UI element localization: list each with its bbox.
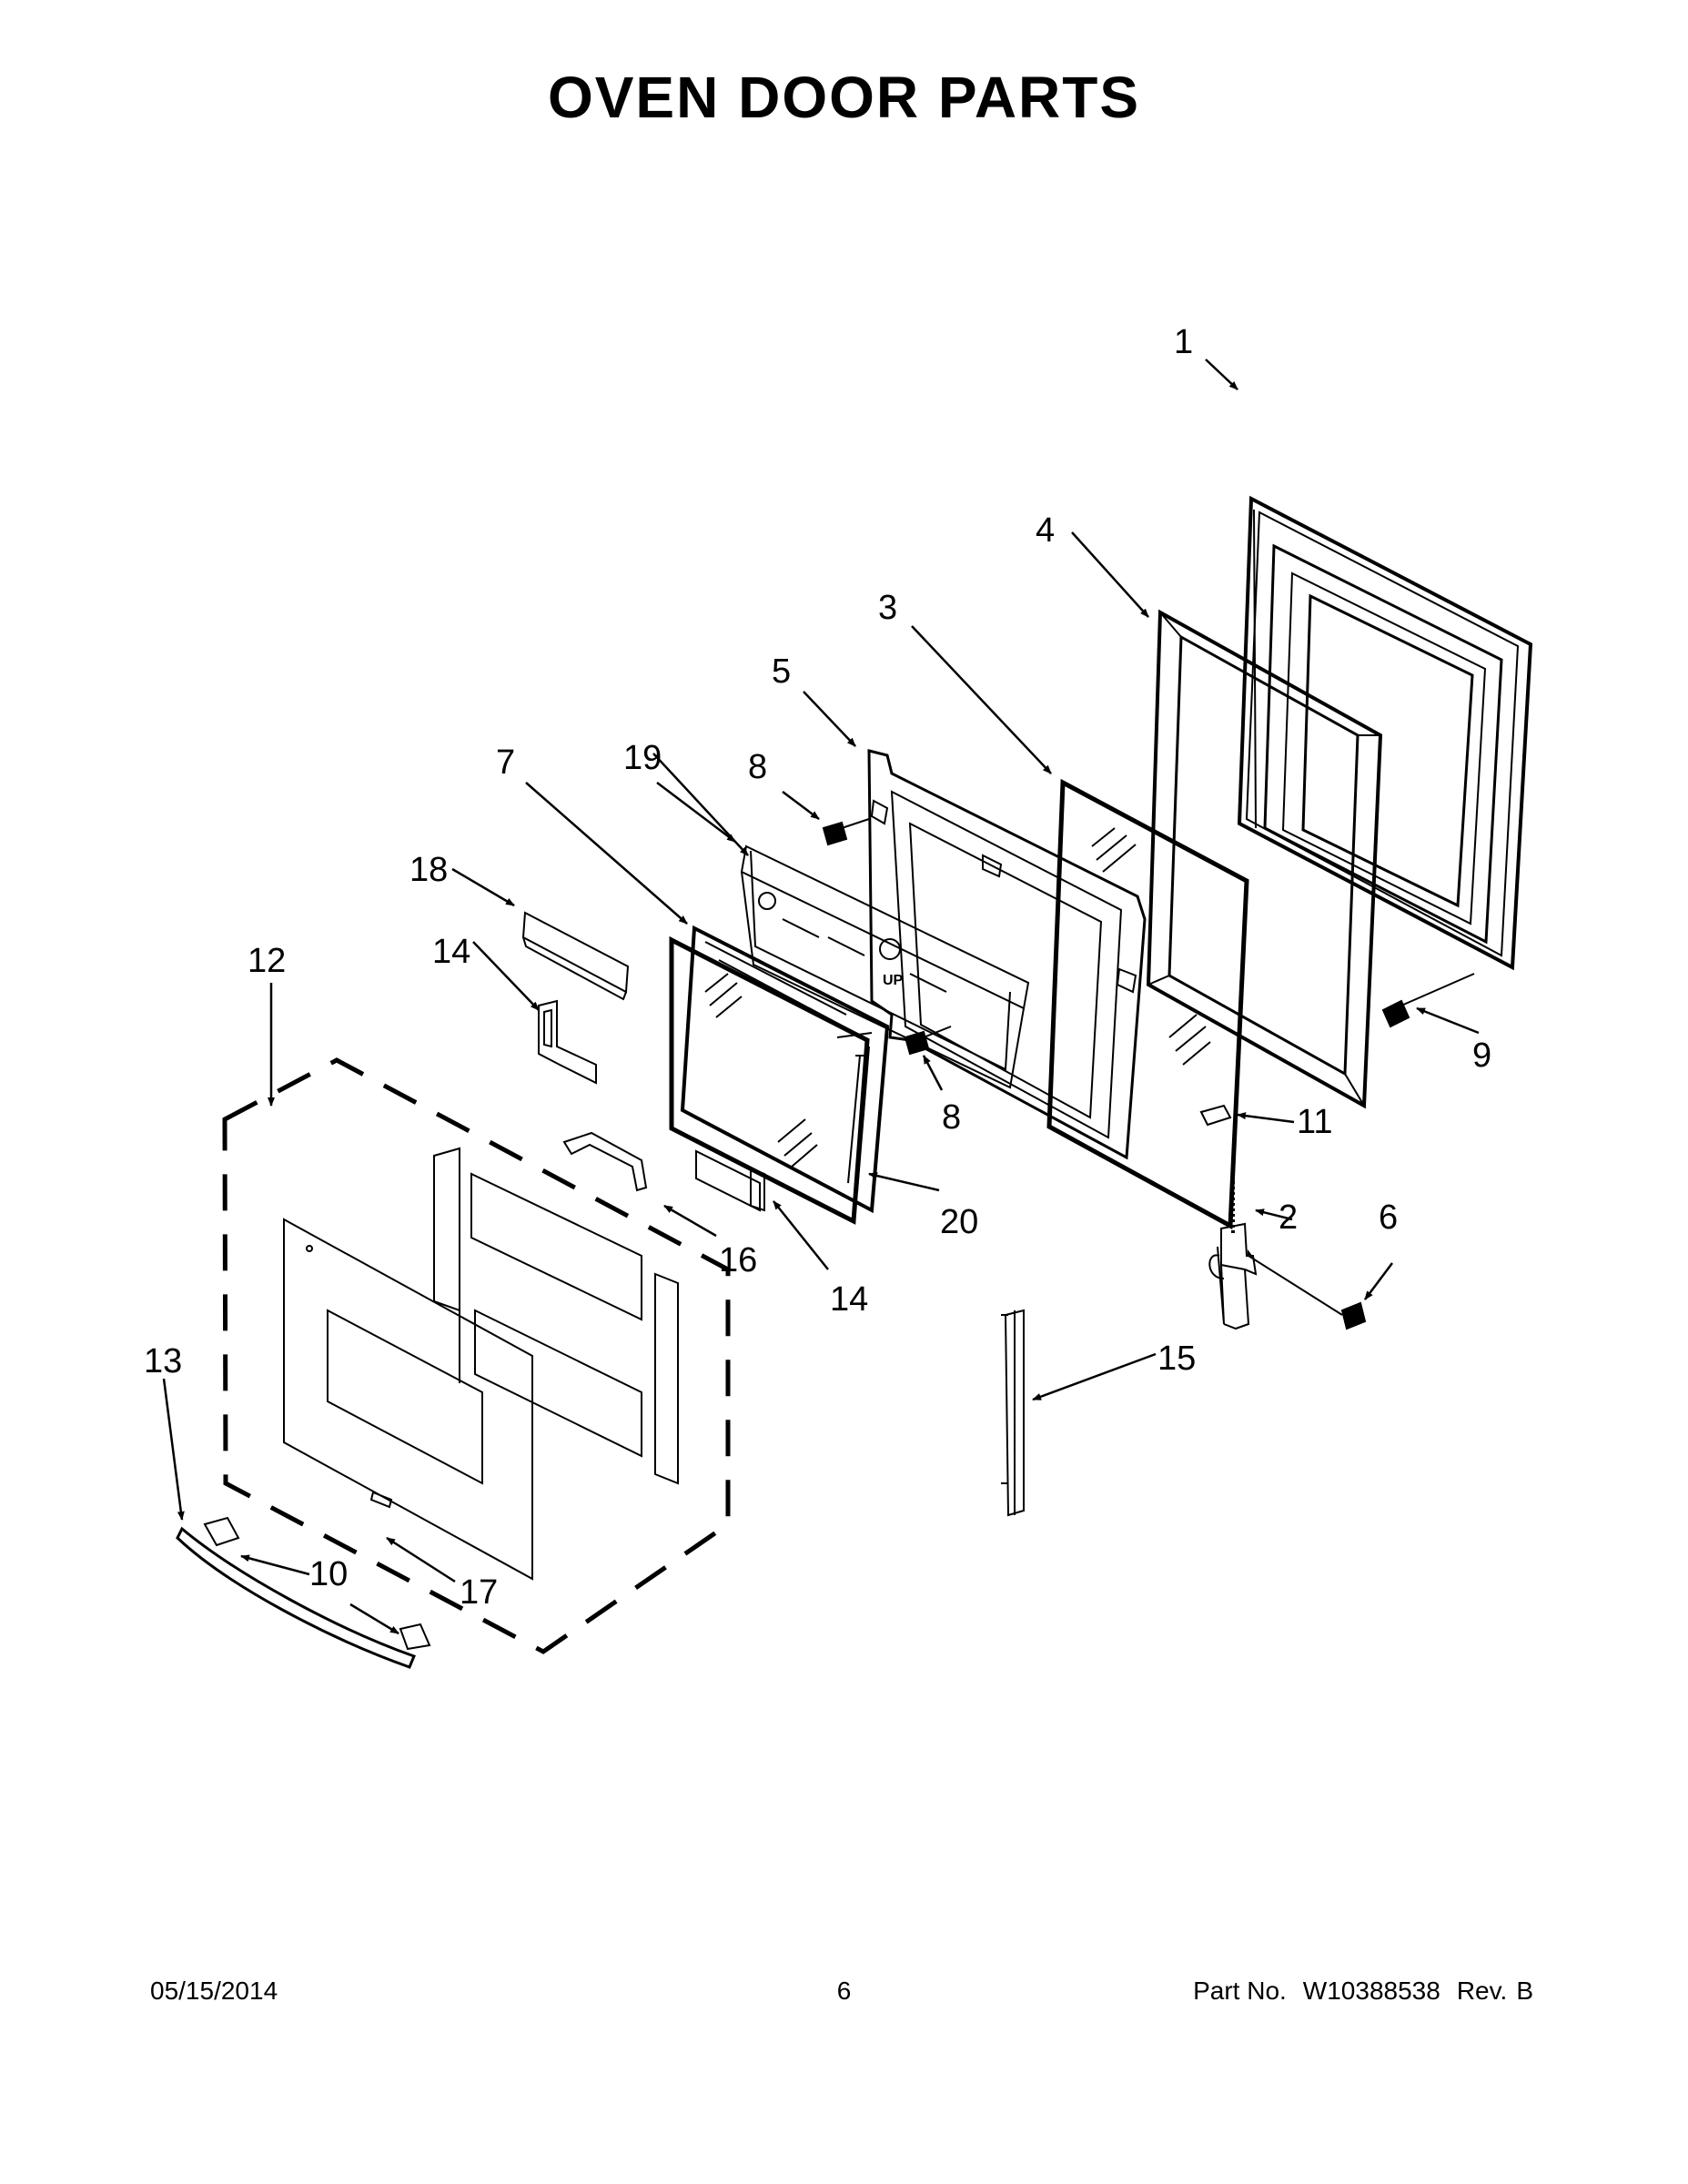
callout-13: 13 xyxy=(144,1342,182,1380)
screw-9 xyxy=(1381,973,1475,1028)
handle-end-cap-10-left xyxy=(203,1516,240,1547)
callout-numbers: 1 2 3 4 5 6 7 8 8 9 10 11 12 13 14 14 15… xyxy=(144,323,1491,1612)
door-frame xyxy=(1146,609,1383,1109)
callout-20: 20 xyxy=(940,1203,978,1241)
revision-label: Rev. xyxy=(1456,1977,1508,2005)
handle-bracket-16 xyxy=(562,1131,648,1192)
callout-7: 7 xyxy=(496,743,515,782)
outer-door-envelope xyxy=(222,1057,731,1654)
outer-door-panel xyxy=(283,1218,533,1581)
callout-15: 15 xyxy=(1157,1340,1196,1378)
revision-value: B xyxy=(1516,1977,1533,2005)
callout-8-upper: 8 xyxy=(748,748,767,786)
page-title: OVEN DOOR PARTS xyxy=(547,65,1141,130)
callout-10: 10 xyxy=(309,1555,348,1593)
callout-19: 19 xyxy=(623,739,662,777)
callout-11: 11 xyxy=(1297,1103,1332,1141)
callout-12: 12 xyxy=(248,942,286,980)
footer-date: 05/15/2014 xyxy=(150,1977,278,2005)
leader-lines xyxy=(162,359,1480,1635)
callout-1: 1 xyxy=(1174,323,1193,361)
part-number-value: W10388538 xyxy=(1302,1977,1440,2005)
outer-glass-assembly xyxy=(669,925,890,1225)
door-clip-upper xyxy=(538,999,597,1085)
footer-page-number: 6 xyxy=(836,1977,852,2005)
callout-2: 2 xyxy=(1279,1198,1298,1237)
callout-8-lower: 8 xyxy=(942,1098,961,1137)
side-trim-15 xyxy=(1001,1309,1025,1517)
door-insulation xyxy=(433,1147,679,1485)
inner-door-panel xyxy=(1237,495,1533,971)
door-handle-13 xyxy=(176,1526,416,1669)
part-number-label: Part No. xyxy=(1193,1977,1287,2005)
spacer-11 xyxy=(1199,1104,1232,1127)
door-hinge xyxy=(1208,1165,1258,1330)
up-mark-label: UP xyxy=(883,973,904,988)
callout-14-upper: 14 xyxy=(432,933,470,971)
bracket-18 xyxy=(521,911,630,1001)
callout-6: 6 xyxy=(1379,1198,1398,1237)
hinge-screw-6 xyxy=(1248,1255,1367,1330)
screw-8-lower xyxy=(904,1026,952,1056)
callout-4: 4 xyxy=(1036,511,1055,550)
callout-9: 9 xyxy=(1472,1036,1491,1075)
callout-5: 5 xyxy=(772,652,791,691)
screw-8-upper xyxy=(822,818,870,846)
footer-part-number: Part No. W10388538 Rev. B xyxy=(1177,1977,1533,2006)
callout-16: 16 xyxy=(719,1241,757,1279)
door-clip-lower xyxy=(695,1149,765,1212)
heat-shield: UP xyxy=(740,844,1030,1089)
handle-end-cap-10-right xyxy=(399,1623,431,1651)
callout-3: 3 xyxy=(878,589,897,627)
callout-17: 17 xyxy=(460,1573,498,1612)
inner-glass xyxy=(1046,778,1249,1230)
callout-14-lower: 14 xyxy=(830,1280,868,1319)
callout-18: 18 xyxy=(409,851,448,889)
